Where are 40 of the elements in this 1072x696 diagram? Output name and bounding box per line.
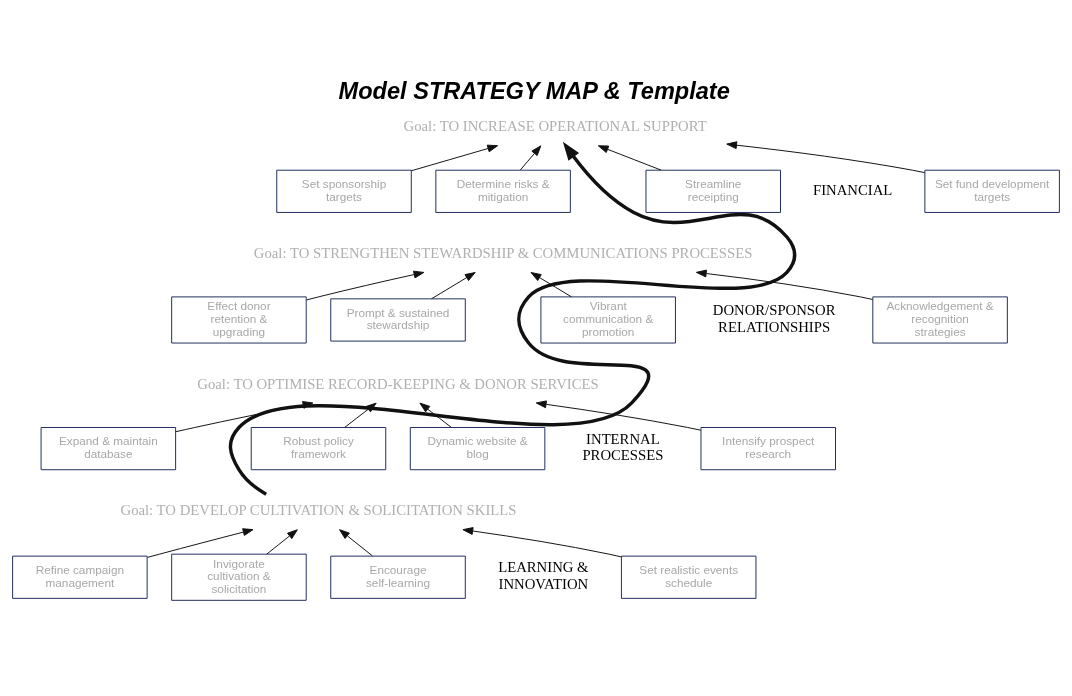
arrow [597, 145, 662, 171]
arrow [431, 272, 476, 300]
arrow [462, 527, 622, 558]
node-box: Acknowledgement & recognition strategies [872, 296, 1008, 344]
label: INTERNAL PROCESSES [582, 430, 664, 464]
node-box: Set fund development targets [924, 169, 1060, 213]
arrow [519, 145, 542, 171]
arrow [419, 402, 452, 428]
node-text: Goal: TO INCREASE OPERATIONAL SUPPORT [403, 118, 707, 135]
diagram-title: Model STRATEGY MAP & Template [338, 77, 730, 104]
node-box: Robust policy framework [250, 427, 387, 471]
node-box: Invigorate cultivation & solicitation [171, 553, 307, 601]
node-box: Vibrant communication & promotion [540, 296, 676, 344]
label: FINANCIAL [813, 181, 893, 198]
arrow [147, 528, 254, 558]
node-text: Goal: TO OPTIMISE RECORD-KEEPING & DONOR SERVICES [197, 375, 599, 392]
arrow [695, 269, 874, 300]
node-box: Dynamic website & blog [409, 427, 546, 471]
node-box: Streamline receipting [645, 169, 781, 213]
arrow [410, 144, 499, 172]
node-box: Effect donor retention & upgrading [171, 296, 307, 344]
arrow [339, 529, 373, 557]
node-box: Set realistic events schedule [620, 555, 757, 599]
node-text: Goal: TO STRENGTHEN STEWARDSHIP & COMMUNICATIONS PROCESSES [253, 245, 753, 262]
arrow [726, 141, 926, 174]
node-box: Encourage self-learning [330, 555, 466, 599]
arrow [535, 400, 702, 431]
label: LEARNING & INNOVATION [498, 559, 589, 593]
arrow [266, 529, 298, 555]
node-box: Prompt & sustained stewardship [330, 298, 466, 342]
arrow [306, 270, 425, 301]
label: DONOR/SPONSOR RELATIONSHIPS [712, 302, 836, 335]
node-box: Set sponsorship targets [276, 169, 412, 213]
arrow [530, 272, 572, 298]
node-box: Intensify prospect research [700, 427, 836, 471]
node-box: Expand & maintain database [40, 427, 177, 471]
arrow [229, 141, 797, 496]
node-box: Refine campaign management [12, 555, 148, 599]
node-text: Goal: TO DEVELOP CULTIVATION & SOLICITATION SKILLS [120, 502, 517, 519]
node-box: Determine risks & mitigation [435, 169, 571, 213]
